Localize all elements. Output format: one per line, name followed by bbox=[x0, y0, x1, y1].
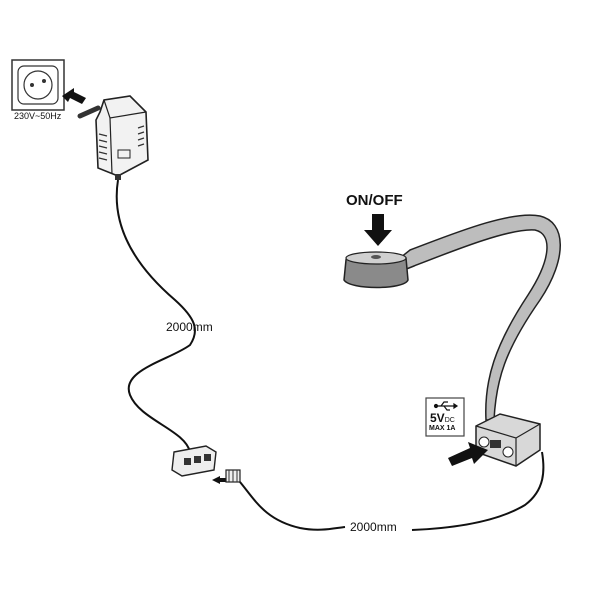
lamp-cable-length: 2000mm bbox=[350, 520, 397, 534]
usb-port[interactable] bbox=[490, 440, 501, 448]
usb-icon bbox=[433, 401, 459, 411]
lamp-head bbox=[343, 251, 409, 289]
power-adapter bbox=[77, 95, 149, 180]
down-arrow-icon bbox=[364, 214, 392, 246]
current-type: DC bbox=[444, 417, 455, 424]
cable-connector bbox=[171, 445, 217, 477]
plug-in-arrow bbox=[62, 88, 86, 104]
lamp-cable bbox=[239, 451, 545, 531]
usb-arrow-icon bbox=[448, 442, 488, 466]
wall-socket bbox=[11, 59, 65, 111]
cable-plug bbox=[225, 469, 241, 483]
lamp-base bbox=[475, 413, 541, 467]
socket-voltage-label: 230V~50Hz bbox=[14, 111, 62, 121]
on-off-label: ON/OFF bbox=[346, 192, 403, 209]
usb-badge bbox=[425, 397, 465, 437]
voltage-value: 5V bbox=[430, 411, 445, 425]
adapter-cable-length: 2000mm bbox=[166, 320, 213, 334]
on-off-button[interactable] bbox=[371, 255, 381, 259]
usb-max-current: MAX 1A bbox=[429, 425, 456, 432]
usb-voltage: 5VDC bbox=[430, 412, 455, 427]
connect-arrow bbox=[212, 476, 228, 484]
adapter-cable bbox=[115, 179, 196, 453]
lamp-gooseneck bbox=[399, 214, 561, 421]
